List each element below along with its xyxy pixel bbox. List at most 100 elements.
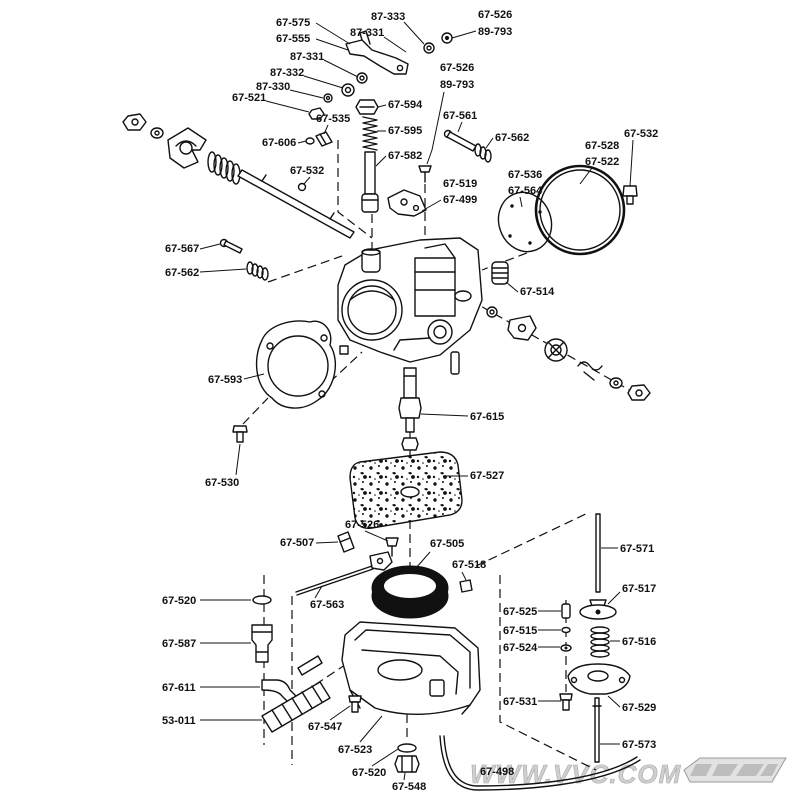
callout-67-582: 67-582 (388, 150, 422, 162)
screw-67-531 (559, 693, 573, 711)
callout-67-526: 67-526 (478, 9, 512, 21)
linkage-screw (486, 306, 498, 318)
callout-89-793: 89-793 (478, 26, 512, 38)
callout-67-567: 67-567 (165, 243, 199, 255)
callout-67-606: 67-606 (262, 137, 296, 149)
callout-67-548: 67-548 (392, 781, 426, 793)
float-linkage (369, 551, 393, 571)
callout-87-330: 87-330 (256, 81, 290, 93)
callout-67-515: 67-515 (503, 625, 537, 637)
check-valve-67-525 (561, 603, 571, 619)
callout-67-524: 67-524 (503, 642, 538, 654)
callout-67-575: 67-575 (276, 17, 310, 29)
diaphragm-67-536 (497, 191, 553, 253)
pump-rod-67-571 (595, 513, 601, 593)
pump-rod-67-573 (592, 697, 602, 763)
callout-53-011: 53-011 (162, 715, 196, 727)
adjust-screw-67-567 (219, 238, 243, 254)
callout-67-615: 67-615 (470, 411, 504, 423)
gasket-67-593 (255, 320, 337, 409)
oring-67-515 (561, 626, 571, 634)
washer-87-333 (423, 42, 435, 54)
callout-67-587: 67-587 (162, 638, 196, 650)
drain-plug-67-548 (394, 755, 420, 773)
hose-53-011 (261, 681, 331, 733)
callout-87-333: 87-333 (371, 11, 405, 23)
oring-67-520-fitting (252, 595, 272, 605)
callout-67-561: 67-561 (443, 110, 477, 122)
filter-67-514 (491, 261, 509, 285)
callout-67-594: 67-594 (388, 99, 423, 111)
callout-87-331: 87-331 (350, 27, 384, 39)
screw-67-532-shaft (297, 182, 307, 192)
screw-67-532-cover (622, 185, 638, 205)
screw-67-547 (348, 695, 362, 713)
callout-67-518: 67-518 (452, 559, 486, 571)
callout-67-555: 67-555 (276, 33, 310, 45)
throttle-shaft-67-532 (237, 169, 355, 239)
callout-67-573: 67-573 (622, 739, 656, 751)
float-bowl-67-523 (341, 621, 481, 715)
callout-67-527: 67-527 (470, 470, 504, 482)
callout-67-593: 67-593 (208, 374, 242, 386)
callout-67-520: 67-520 (162, 595, 196, 607)
oring-67-528 (534, 164, 626, 256)
callout-67-532-2: 67-532 (290, 165, 324, 177)
throttle-return-spring (207, 151, 241, 185)
screw-67-530 (232, 425, 248, 443)
callout-67-595: 67-595 (388, 125, 422, 137)
vtwin-badge-icon (683, 757, 787, 783)
fitting-67-507 (337, 531, 355, 553)
callout-67-611: 67-611 (162, 682, 196, 694)
callout-67-531: 67-531 (503, 696, 537, 708)
callout-67-498: 67-498 (480, 766, 514, 778)
callout-87-332: 87-332 (270, 67, 304, 79)
callout-67-535: 67-535 (316, 113, 350, 125)
linkage-nut (627, 384, 651, 401)
washer-stack (308, 72, 368, 120)
pin-67-563 (295, 565, 374, 596)
screw-67-526-bowl (385, 537, 399, 557)
pump-diaphragm-67-517 (579, 599, 617, 620)
callout-67-507: 67-507 (280, 537, 314, 549)
callout-67-505: 67-505 (430, 538, 464, 550)
callout-67-536: 67-536 (508, 169, 542, 181)
linkage-cam (544, 338, 568, 362)
callout-67-526-2: 67-526 (440, 62, 474, 74)
callout-67-528: 67-528 (585, 140, 619, 152)
callout-67-563: 67-563 (310, 599, 344, 611)
emulsion-tube-67-615 (398, 367, 422, 433)
part-callouts: 67-575 67-555 87-333 87-331 67-526 89-79… (162, 9, 658, 793)
callout-67-529: 67-529 (622, 702, 656, 714)
pump-spring-67-516 (590, 626, 610, 658)
screw-67-526-top (441, 32, 453, 44)
linkage-spring (577, 361, 603, 381)
idle-spring-67-562 (474, 143, 492, 163)
cap-67-594 (355, 99, 379, 115)
carburetor-body (337, 237, 483, 375)
washer-67-524 (560, 644, 572, 652)
spring-67-562-side (246, 261, 269, 281)
oring-67-520-drain (397, 743, 417, 753)
clip-67-606 (305, 137, 315, 145)
callout-67-522: 67-522 (585, 156, 619, 168)
main-jet (401, 437, 419, 451)
callout-67-521: 67-521 (232, 92, 266, 104)
float-67-505 (371, 565, 449, 619)
callout-67-532: 67-532 (624, 128, 658, 140)
linkage-washer (609, 377, 623, 389)
screw-67-535 (315, 131, 333, 147)
throttle-washer (150, 127, 164, 139)
hose-67-498 (439, 735, 641, 791)
callout-87-331-2: 87-331 (290, 51, 324, 63)
spring-67-595 (362, 116, 378, 151)
callout-67-519: 67-519 (443, 178, 477, 190)
linkage-arm (507, 315, 537, 341)
part-67-518 (459, 579, 473, 593)
callout-67-571: 67-571 (620, 543, 654, 555)
callout-67-499: 67-499 (443, 194, 477, 206)
throttle-lever (167, 127, 207, 169)
callout-67-525: 67-525 (503, 606, 537, 618)
plunger-67-582 (361, 151, 379, 213)
